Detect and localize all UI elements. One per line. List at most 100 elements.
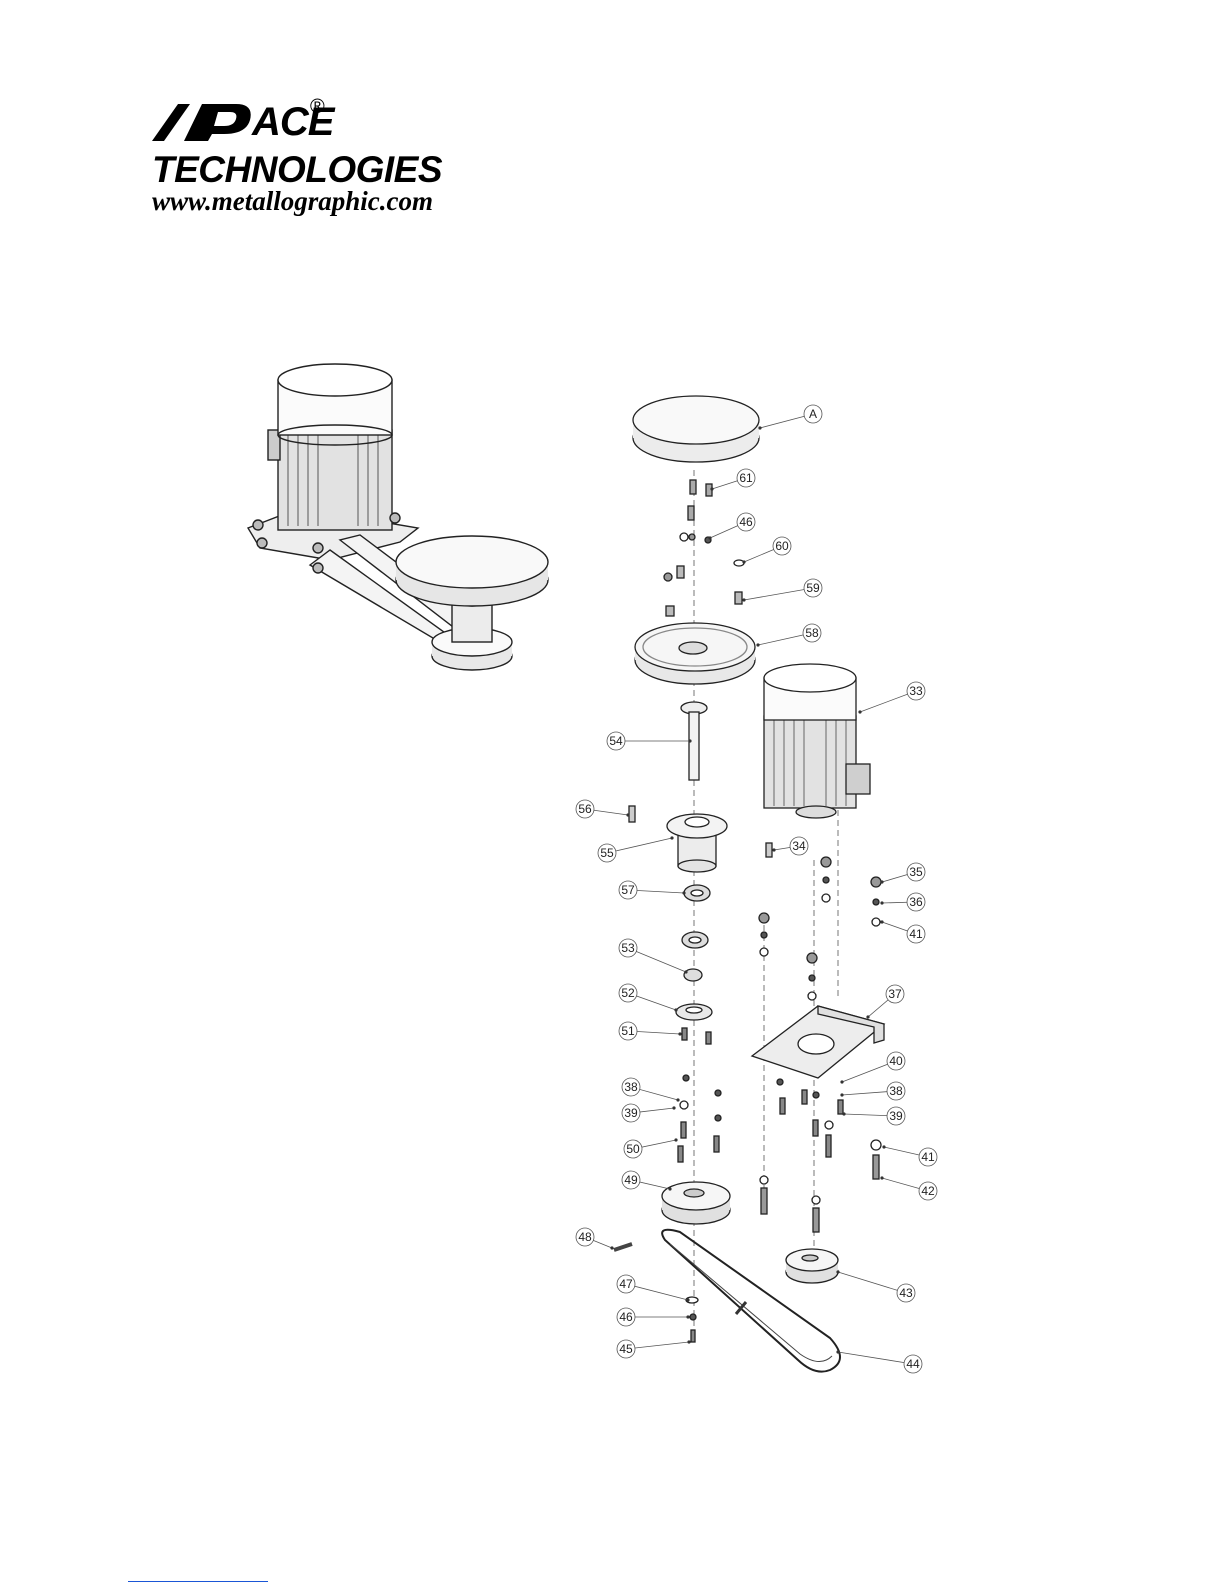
callout-arrowhead — [708, 536, 711, 539]
part-motor — [764, 716, 856, 808]
callout-label: 53 — [621, 941, 635, 955]
callout-40: 40 — [840, 1052, 905, 1084]
callout-arrowhead — [688, 739, 691, 742]
callout-arrowhead — [682, 891, 685, 894]
callout-arrowhead — [866, 1015, 869, 1018]
callout-47: 47 — [617, 1275, 690, 1302]
callout-37: 37 — [866, 985, 904, 1019]
callout-arrowhead — [742, 560, 745, 563]
callout-39: 39 — [622, 1104, 676, 1122]
callout-label: 60 — [775, 539, 789, 553]
callout-43: 43 — [836, 1270, 915, 1302]
callout-arrowhead — [668, 1187, 671, 1190]
callout-label: 56 — [578, 802, 592, 816]
callout-label: 48 — [578, 1230, 592, 1244]
callout-60: 60 — [742, 537, 791, 564]
callout-arrowhead — [758, 426, 761, 429]
callout-46: 46 — [617, 1308, 690, 1326]
callout-arrowhead — [842, 1112, 845, 1115]
callout-label: 46 — [739, 515, 753, 529]
callout-label: 49 — [624, 1173, 638, 1187]
callout-label: 34 — [792, 839, 806, 853]
callout-61: 61 — [710, 469, 755, 491]
callout-49: 49 — [622, 1171, 672, 1191]
callout-label: 36 — [909, 895, 923, 909]
callout-53: 53 — [619, 939, 688, 974]
part-shaft — [689, 712, 699, 780]
callout-34: 34 — [772, 837, 808, 855]
callout-label: 33 — [909, 684, 923, 698]
callout-label: 42 — [921, 1184, 935, 1198]
callout-56: 56 — [576, 800, 630, 818]
callout-arrowhead — [686, 1315, 689, 1318]
callout-label: 57 — [621, 883, 635, 897]
callout-41: 41 — [880, 920, 925, 943]
callout-label: 35 — [909, 865, 923, 879]
callout-57: 57 — [619, 881, 686, 899]
callout-36: 36 — [880, 893, 925, 911]
callout-38: 38 — [840, 1082, 905, 1100]
callout-46: 46 — [708, 513, 755, 540]
callout-arrowhead — [742, 598, 745, 601]
callout-leader — [628, 948, 686, 972]
callout-arrowhead — [626, 813, 629, 816]
callout-arrowhead — [880, 880, 883, 883]
callout-41: 41 — [882, 1145, 937, 1166]
callout-arrowhead — [772, 848, 775, 851]
exploded-view — [614, 396, 884, 1372]
callout-59: 59 — [742, 579, 822, 602]
callout-arrowhead — [672, 1106, 675, 1109]
callout-label: 58 — [805, 626, 819, 640]
callout-arrowhead — [674, 1008, 677, 1011]
callout-label: 61 — [739, 471, 753, 485]
callout-label: 43 — [899, 1286, 913, 1300]
callout-layer: A 61 46 60 59 58 33 54 56 55 34 35 36 41 57 53 37 52 51 38 3… — [576, 405, 937, 1373]
callout-arrowhead — [756, 643, 759, 646]
callout-45: 45 — [617, 1340, 691, 1358]
callout-leader — [838, 1272, 906, 1293]
callout-arrowhead — [710, 487, 713, 490]
callout-leader — [607, 838, 672, 853]
callout-44: 44 — [836, 1350, 922, 1373]
callout-arrowhead — [610, 1246, 613, 1249]
callout-arrowhead — [676, 1098, 679, 1101]
callout-arrowhead — [674, 1138, 677, 1141]
callout-35: 35 — [880, 863, 925, 884]
callout-leader — [626, 1284, 688, 1300]
callout-arrowhead — [678, 1032, 681, 1035]
callout-33: 33 — [858, 682, 925, 714]
callout-arrowhead — [880, 920, 883, 923]
callout-label: 51 — [621, 1024, 635, 1038]
callout-arrowhead — [670, 836, 673, 839]
callout-label: 38 — [624, 1080, 638, 1094]
callout-label: 40 — [889, 1054, 903, 1068]
callout-label: 54 — [609, 734, 623, 748]
callout-label: 47 — [619, 1277, 633, 1291]
callout-arrowhead — [880, 1176, 883, 1179]
callout-leader — [626, 1342, 689, 1349]
callout-arrowhead — [836, 1350, 839, 1353]
callout-label: 55 — [600, 846, 614, 860]
callout-label: 41 — [909, 927, 923, 941]
callout-label: 59 — [806, 581, 820, 595]
callout-58: 58 — [756, 624, 821, 647]
callout-label: 44 — [906, 1357, 920, 1371]
callout-48: 48 — [576, 1228, 614, 1250]
callout-label: 41 — [921, 1150, 935, 1164]
assembled-view — [248, 364, 548, 670]
callout-arrowhead — [882, 1145, 885, 1148]
callout-39: 39 — [842, 1107, 905, 1125]
callout-arrowhead — [858, 710, 861, 713]
callout-52: 52 — [619, 984, 678, 1012]
callout-arrowhead — [687, 1340, 690, 1343]
callout-arrowhead — [840, 1080, 843, 1083]
callout-55: 55 — [598, 836, 674, 862]
callout-arrowhead — [686, 1298, 689, 1301]
callout-leader — [744, 588, 813, 600]
callout-leader — [838, 1352, 913, 1364]
callout-arrowhead — [840, 1093, 843, 1096]
callout-arrowhead — [684, 970, 687, 973]
callout-label: A — [809, 407, 817, 421]
callout-label: 45 — [619, 1342, 633, 1356]
